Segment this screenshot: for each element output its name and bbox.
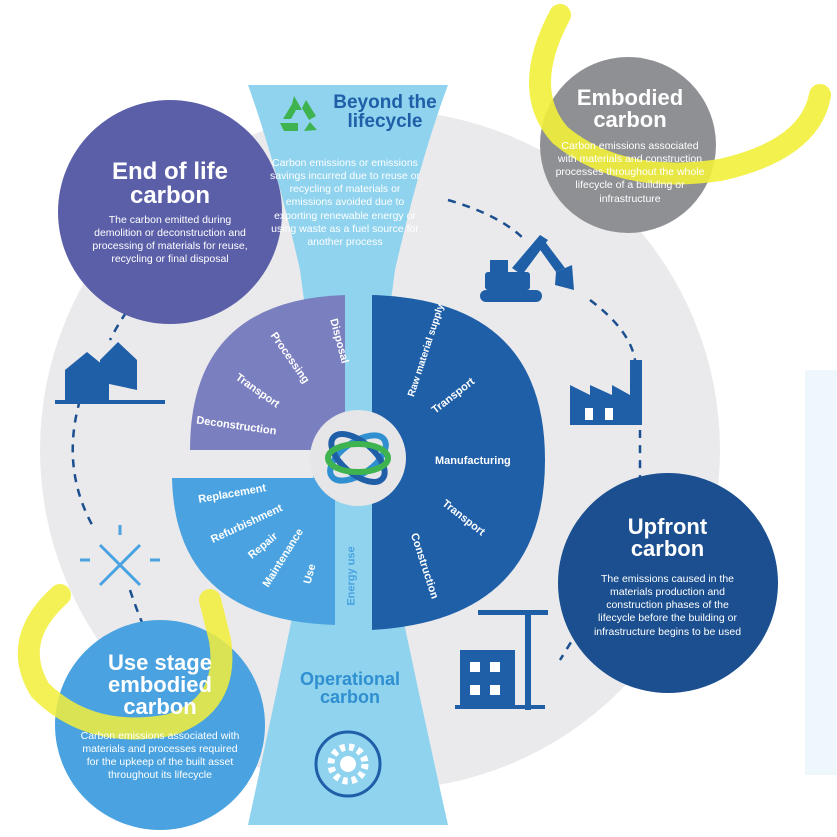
operational-title-line2: carbon (319, 687, 380, 707)
end-of-life-description: The carbon emitted during demolition or … (92, 214, 248, 266)
use-stage-title-line3: carbon (123, 694, 197, 719)
globe-logo-icon (325, 431, 391, 485)
use-stage-title-line1: Use stage (108, 650, 212, 675)
end-of-life-wedge (190, 295, 345, 450)
use-stage-title: Use stage embodied carbon (85, 652, 235, 718)
center-hub (310, 410, 406, 506)
segment-manufacturing: Manufacturing (435, 455, 511, 467)
upfront-description: The emissions caused in the materials pr… (593, 573, 742, 638)
beyond-title-line2: lifecycle (347, 111, 423, 132)
side-panel (805, 370, 837, 775)
tools-icon (80, 525, 160, 587)
end-of-life-title-line2: carbon (129, 182, 210, 209)
end-of-life-title: End of life carbon (90, 160, 250, 208)
beyond-title: Beyond the lifecycle (325, 93, 445, 131)
upfront-title: Upfront carbon (600, 516, 735, 560)
upfront-title-line2: carbon (630, 536, 705, 561)
operational-title-line1: Operational (299, 669, 401, 689)
embodied-title-line2: carbon (593, 107, 667, 132)
factory-icon (570, 360, 642, 425)
embodied-title: Embodied carbon (560, 87, 700, 131)
embodied-description: Carbon emissions associated with materia… (555, 140, 705, 205)
use-stage-description: Carbon emissions associated with materia… (80, 730, 240, 782)
upfront-circle (558, 473, 778, 693)
beyond-title-line1: Beyond the (333, 92, 437, 113)
embodied-title-line1: Embodied (576, 85, 684, 110)
operational-title: Operational carbon (290, 670, 410, 706)
crane-building-icon (455, 610, 548, 710)
end-of-life-title-line1: End of life (112, 158, 228, 185)
house-icon (55, 342, 165, 404)
recycle-icon (280, 96, 317, 131)
energy-use-label: Energy use (345, 546, 358, 606)
highlight-swirl-bottom (17, 584, 233, 740)
use-stage-wedge (172, 478, 335, 625)
use-stage-title-line2: embodied (108, 672, 212, 697)
upfront-title-line1: Upfront (627, 514, 708, 539)
end-of-life-circle (58, 100, 282, 324)
gear-icon (314, 730, 382, 798)
embodied-circle (540, 57, 716, 233)
upfront-wedge (372, 295, 545, 630)
highlight-swirl-top (529, 4, 831, 185)
excavator-icon (480, 235, 574, 302)
beyond-description: Carbon emissions or emissions savings in… (270, 157, 420, 248)
